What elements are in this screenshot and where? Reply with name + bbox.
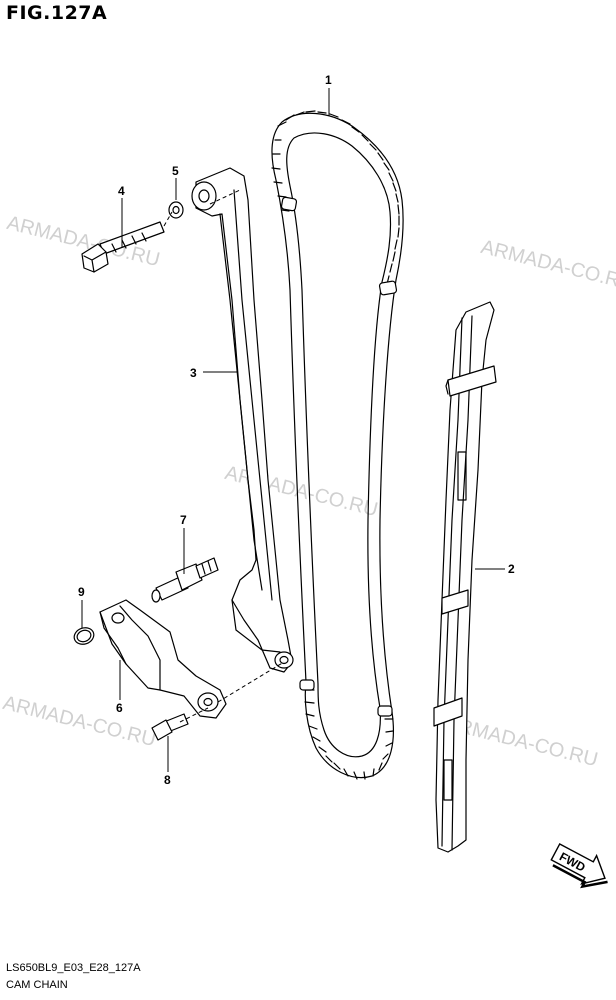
bolt-drawing	[81, 221, 165, 273]
callout-3: 3	[190, 366, 197, 380]
figure-title: FIG.127A	[6, 2, 108, 24]
small-bolt-drawing	[151, 713, 189, 741]
tensioner-body-drawing	[99, 599, 227, 719]
leader-lines	[81, 88, 505, 772]
cam-chain-drawing	[271, 110, 404, 780]
callout-6: 6	[116, 701, 123, 715]
callout-8: 8	[164, 773, 171, 787]
callout-7: 7	[180, 513, 187, 527]
tensioner-bolt-drawing	[151, 557, 219, 603]
callout-1: 1	[325, 73, 332, 87]
callout-2: 2	[508, 562, 515, 576]
tensioner-arm-drawing	[191, 167, 294, 673]
callout-5: 5	[172, 164, 179, 178]
callout-4: 4	[118, 184, 125, 198]
diagram-name: CAM CHAIN	[6, 979, 68, 991]
washer-drawing	[168, 201, 184, 219]
fwd-arrow-icon: FWD	[550, 843, 608, 889]
callout-9: 9	[78, 585, 85, 599]
cam-chain-guide-drawing	[433, 301, 497, 853]
diagram-code: LS650BL9_E03_E28_127A	[6, 962, 141, 974]
o-ring-drawing	[73, 627, 95, 645]
